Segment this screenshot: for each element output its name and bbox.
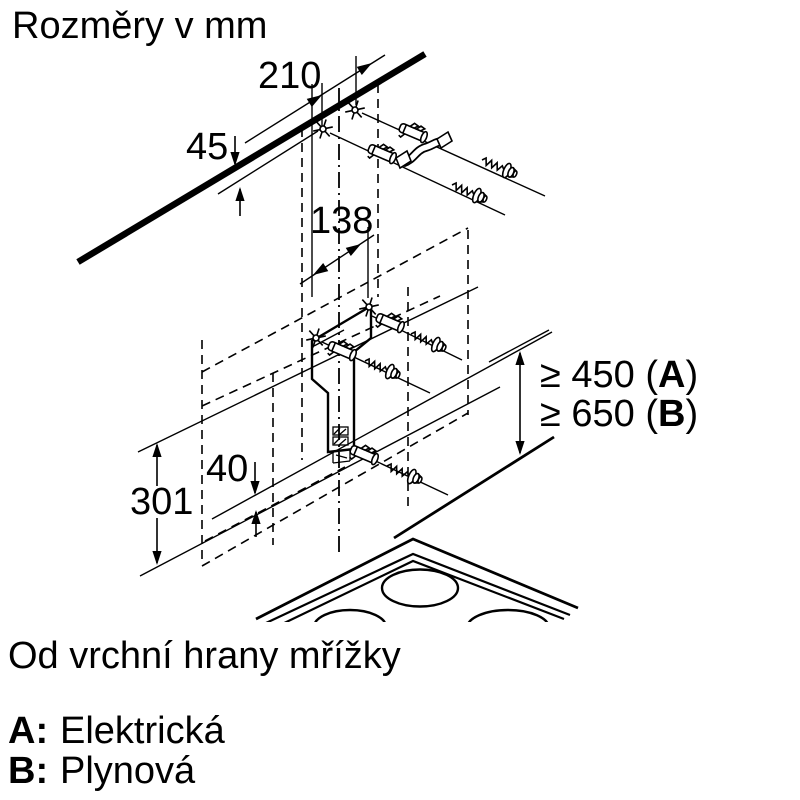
cooktop-outer-edge — [255, 537, 579, 621]
ceiling-line — [76, 51, 427, 265]
page-title: Rozměry v mm — [12, 5, 267, 47]
bracket-clip-detail — [332, 426, 351, 464]
caption-text: Od vrchní hrany mřížky — [8, 635, 401, 677]
dim-301-label: 301 — [130, 481, 193, 523]
hood-lower-edge-line — [211, 331, 553, 520]
chimney-strap-bracket — [395, 130, 454, 170]
dimension-210 — [244, 54, 386, 144]
hood-bottom-left-line — [139, 386, 501, 577]
dim-210-label: 210 — [258, 55, 321, 97]
dimension-301 — [152, 443, 162, 565]
screw — [407, 326, 450, 357]
wall-plug — [372, 307, 408, 338]
dimension-138 — [299, 234, 375, 285]
screw — [361, 353, 404, 384]
burner — [467, 608, 549, 622]
dimension-45 — [230, 136, 245, 216]
burner — [314, 608, 386, 622]
dimension-clearance — [488, 329, 550, 455]
clearance-a-label: ≥ 450 (A) — [540, 354, 698, 396]
screw — [383, 458, 426, 489]
burner — [380, 568, 460, 608]
clearance-b-label: ≥ 650 (B) — [540, 393, 698, 435]
legend-row-b: B:Plynová — [8, 750, 196, 792]
screw — [478, 152, 521, 183]
cooktop — [255, 537, 579, 622]
drill-hole-marker — [356, 295, 382, 319]
hood-dashed-outline — [201, 84, 469, 567]
hob-level-line — [393, 435, 555, 540]
legend-row-a: A:Elektrická — [8, 710, 226, 752]
upper-holes-line — [217, 130, 319, 195]
mounting-bracket — [310, 303, 373, 464]
dimension-40 — [250, 462, 261, 537]
dim-40-label: 40 — [206, 448, 248, 490]
wall-plug — [395, 117, 431, 148]
dim-45-label: 45 — [186, 126, 228, 168]
dim-138-label: 138 — [310, 200, 373, 242]
hood-top-edge-line — [137, 286, 479, 453]
